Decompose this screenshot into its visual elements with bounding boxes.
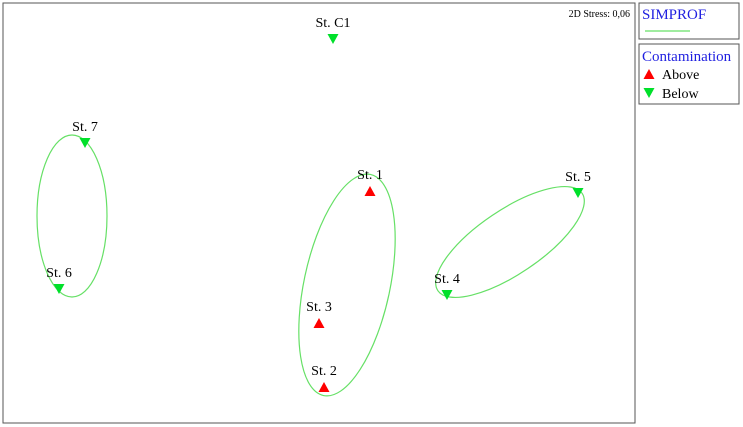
legend-marker-below [643,88,655,98]
point-label-st-4: St. 4 [434,272,460,287]
legend-simprof-box [638,2,740,40]
cluster-ellipse-st5-st4 [435,185,585,299]
point-label-st-5: St. 5 [565,170,591,185]
legend-label-above: Above [662,68,699,83]
stress-label: 2D Stress: 0,06 [569,9,630,20]
point-label-st-1: St. 1 [357,168,383,183]
point-label-st-c1: St. C1 [315,16,350,31]
point-label-st-7: St. 7 [72,120,98,135]
point-st-c1 [327,34,339,44]
point-label-st-3: St. 3 [306,300,332,315]
point-label-st-2: St. 2 [311,364,337,379]
point-st-7 [79,138,91,148]
point-st-5 [572,188,584,198]
legend-contamination-title: Contamination [642,49,732,65]
point-st-2 [318,382,330,392]
point-st-6 [53,284,65,294]
cluster-ellipses [36,134,585,397]
plot-frame [2,2,636,424]
legend-contamination-box [638,43,740,105]
legend-label-below: Below [662,87,699,102]
legend-simprof: SIMPROF [638,2,740,40]
legend-simprof-title: SIMPROF [642,7,706,23]
point-st-3 [313,318,325,328]
cluster-ellipse-st1-st3-st2 [298,173,396,397]
point-st-1 [364,186,376,196]
legend-marker-above [643,69,655,79]
point-st-4 [441,290,453,300]
cluster-ellipse-st7-st6 [36,134,108,298]
point-label-st-6: St. 6 [46,266,72,281]
points-layer: St. C1 St. 7 St. 6 St. 1 St. 3 St. 2 St. 5 St. … [46,16,591,392]
